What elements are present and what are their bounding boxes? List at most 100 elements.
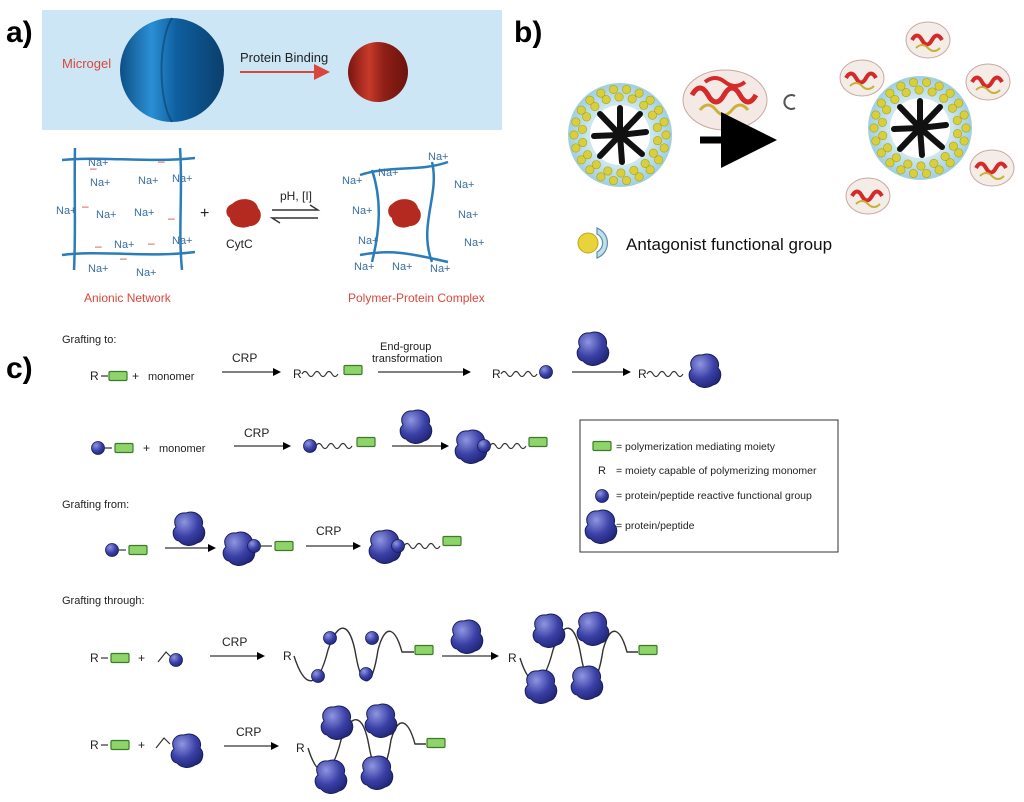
shell-dot — [922, 77, 932, 87]
svg-text:–: – — [95, 239, 102, 253]
antagonist-hook — [783, 94, 796, 110]
svg-text:R: R — [90, 738, 99, 752]
sodium-ions-left: Na+ Na+ Na+ Na+ Na+ Na+ Na+ Na+ Na+ Na+ … — [56, 157, 193, 279]
svg-text:R: R — [283, 649, 292, 663]
shell-dot — [590, 101, 600, 111]
shell-dot — [583, 150, 593, 160]
end-group-label-1: End-group — [380, 341, 431, 353]
panel-a-letter: a) — [6, 16, 33, 49]
svg-text:R: R — [508, 651, 517, 665]
legend-item-1: = polymerization mediating moiety — [616, 441, 776, 453]
crp-label-1: CRP — [232, 351, 257, 365]
shell-dot — [929, 158, 939, 168]
crp-label-3: CRP — [316, 524, 341, 538]
shell-dot — [608, 84, 618, 94]
shell-dot — [952, 115, 962, 125]
equilibrium-arrows — [269, 204, 321, 224]
shell-dot — [876, 148, 886, 158]
svg-text:+: + — [143, 441, 150, 455]
shell-dot — [871, 110, 881, 120]
row3-intermediate — [222, 531, 294, 566]
svg-text:Na+: Na+ — [96, 209, 117, 221]
svg-text:Na+: Na+ — [354, 261, 375, 273]
bound-protein-ribbon — [839, 59, 885, 97]
shell-dot — [647, 110, 657, 120]
shell-dot — [882, 105, 892, 115]
bound-proteins — [839, 21, 1015, 215]
row1-conjugate: R — [638, 353, 722, 388]
row2-conjugate — [454, 429, 548, 464]
svg-text:Na+: Na+ — [428, 151, 449, 163]
svg-text:R: R — [638, 367, 647, 381]
shell-dot — [659, 117, 669, 127]
legend-item-2: = moiety capable of polymerizing monomer — [616, 465, 817, 477]
legend-ball-icon — [595, 489, 609, 503]
protein-above-arrow-1 — [576, 331, 610, 366]
heading-grafting-to: Grafting to: — [62, 334, 116, 346]
protein-above-arrow-3 — [172, 511, 206, 546]
shell-dot — [869, 123, 879, 133]
shell-dot — [578, 138, 588, 148]
legend-protein-icon — [584, 509, 618, 544]
svg-text:R: R — [296, 741, 305, 755]
shell-dot — [585, 95, 595, 105]
shell-dot — [659, 143, 669, 153]
cytc-label: CytC — [226, 237, 253, 251]
shell-dot — [954, 148, 964, 158]
shell-dot — [916, 161, 926, 171]
shell-dot — [577, 124, 587, 134]
shell-dot — [645, 165, 655, 175]
micelle-left — [568, 83, 672, 187]
shell-dot — [596, 172, 606, 182]
shell-dot — [896, 81, 906, 91]
svg-text:R: R — [90, 651, 99, 665]
svg-text:R: R — [90, 369, 99, 383]
complex-caption: Polymer-Protein Complex — [348, 291, 485, 305]
shell-dot — [614, 92, 624, 102]
bound-sphere — [348, 42, 408, 102]
sodium-ions-right: Na+ Na+ Na+ Na+ Na+ Na+ Na+ Na+ Na+ Na+ … — [342, 151, 485, 275]
crp-label-5: CRP — [236, 725, 261, 739]
row4-start: R + — [90, 651, 183, 667]
shell-dot — [908, 77, 918, 87]
svg-text:–: – — [90, 161, 97, 175]
shell-dot — [569, 130, 579, 140]
svg-text:Na+: Na+ — [454, 179, 475, 191]
svg-text:–: – — [148, 236, 155, 250]
shell-dot — [653, 136, 663, 146]
shell-dot — [877, 117, 887, 127]
shell-dot — [885, 158, 895, 168]
svg-text:–: – — [158, 154, 165, 168]
shell-dot — [639, 100, 649, 110]
shell-dot — [576, 155, 586, 165]
plus-sign-a: + — [200, 205, 209, 222]
shell-dot — [654, 105, 664, 115]
svg-text:Na+: Na+ — [458, 209, 479, 221]
binding-label: Protein Binding — [240, 50, 328, 65]
svg-text:Na+: Na+ — [392, 261, 413, 273]
legend-item-4: = protein/peptide — [616, 520, 695, 532]
condition-label: pH, [I] — [280, 189, 312, 203]
row1-functionalized: R — [492, 365, 553, 381]
shell-dot — [948, 141, 958, 151]
shell-dot — [876, 98, 886, 108]
svg-text:Na+: Na+ — [352, 205, 373, 217]
shell-dot — [601, 95, 611, 105]
shell-dot — [648, 148, 658, 158]
svg-text:R: R — [492, 367, 501, 381]
svg-text:Na+: Na+ — [56, 205, 77, 217]
svg-text:Na+: Na+ — [342, 175, 363, 187]
antagonist-legend-label: Antagonist functional group — [626, 235, 832, 254]
bound-protein-ribbon — [969, 149, 1015, 187]
shell-dot — [934, 165, 944, 175]
shell-dot — [903, 159, 913, 169]
legend-moiety-icon — [592, 440, 612, 452]
micelle-right — [868, 76, 972, 180]
row4-conjugate: R — [508, 611, 658, 704]
antagonist-legend-icon — [577, 227, 609, 259]
bound-cytc — [388, 199, 421, 228]
complex-network — [359, 160, 449, 264]
row1-polymer: R — [293, 364, 363, 381]
shell-dot — [652, 122, 662, 132]
svg-text:+: + — [132, 369, 139, 383]
